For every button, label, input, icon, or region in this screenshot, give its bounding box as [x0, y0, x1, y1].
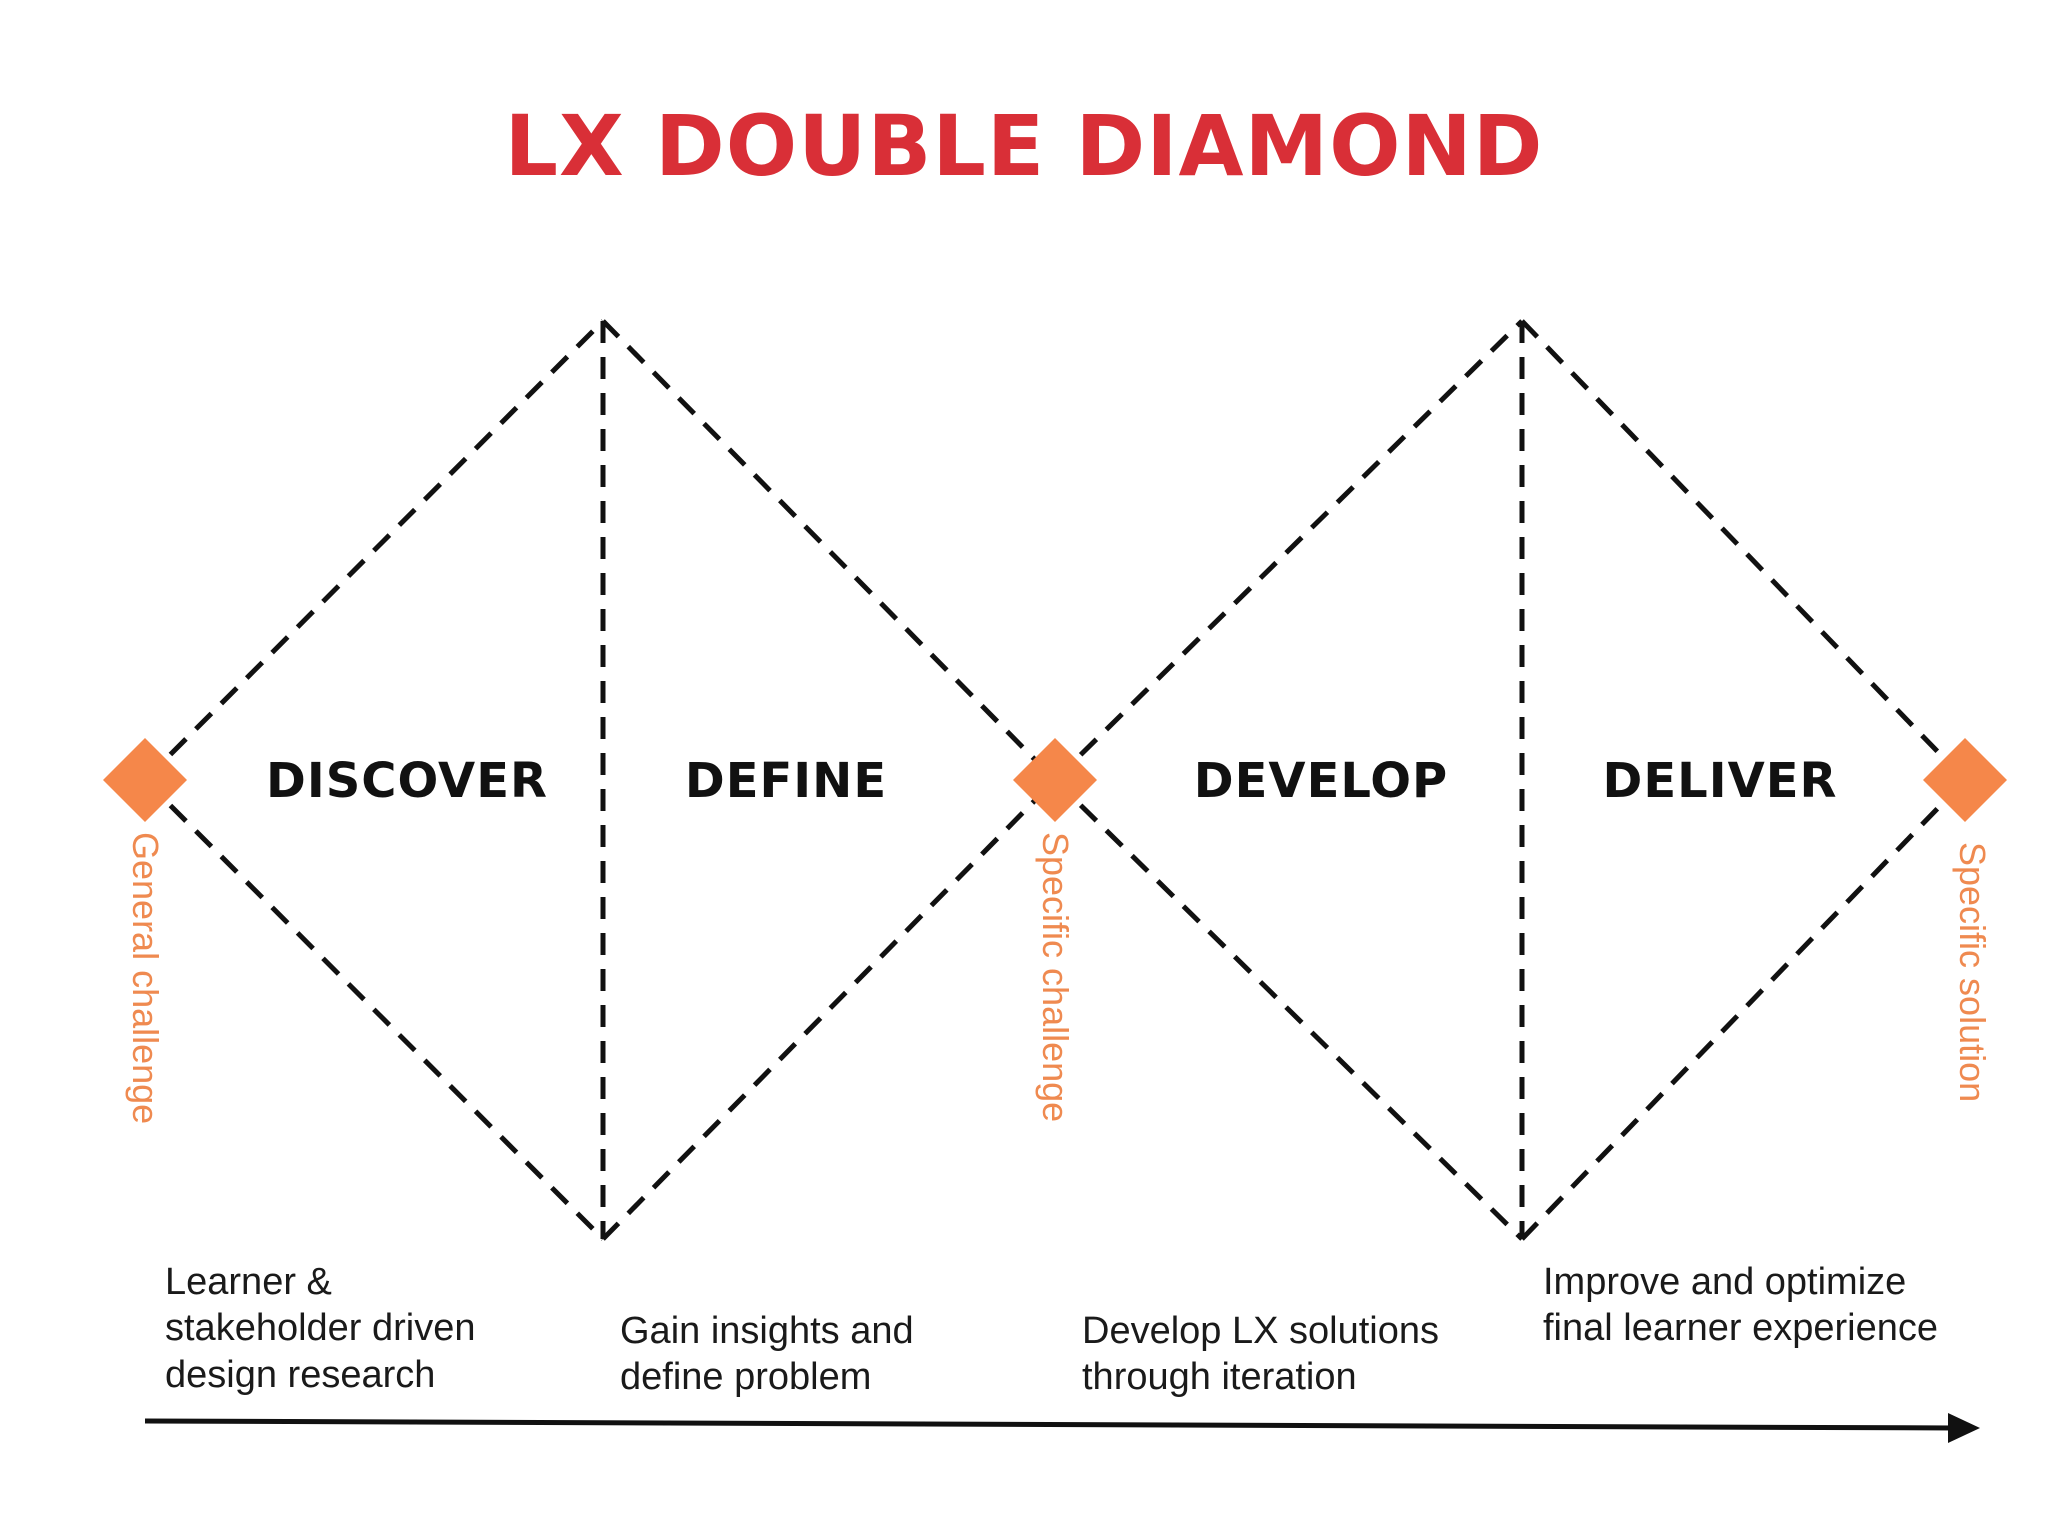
diamond-1-upper-right-edge: [601, 319, 1057, 782]
phase-description-define: Gain insights and define problem: [620, 1310, 914, 1399]
phase-description-deliver: Improve and optimize final learner exper…: [1543, 1261, 1939, 1350]
diamond-1-lower-right-edge: [601, 778, 1057, 1241]
diamond-2-lower-right-edge: [1520, 778, 1967, 1241]
phase-label-define: DEFINE: [684, 753, 888, 809]
milestone-marker-general-challenge: [103, 738, 187, 822]
milestone-text-general-challenge: General challenge: [125, 832, 166, 1125]
diamond-discover-define: [143, 319, 1057, 1241]
phase-label-develop: DEVELOP: [1193, 753, 1449, 809]
milestone-marker-specific-challenge: [1013, 738, 1097, 822]
diamond-1-lower-left-edge: [143, 778, 605, 1241]
timeline-arrow: [144, 1413, 1980, 1443]
phase-description-develop: Develop LX solutions through iteration: [1082, 1310, 1439, 1399]
timeline-arrow-head: [1948, 1413, 1980, 1443]
milestone-marker-specific-solution: [1923, 738, 2007, 822]
phase-description-discover: Learner & stakeholder driven design rese…: [165, 1261, 476, 1396]
milestone-text-specific-challenge: Specific challenge: [1035, 832, 1076, 1123]
diamond-1-upper-left-edge: [143, 319, 605, 782]
diamond-develop-deliver: [1053, 319, 1967, 1241]
diamond-2-upper-right-edge: [1520, 319, 1967, 782]
phase-label-deliver: DELIVER: [1602, 753, 1838, 809]
timeline-arrow-shaft: [144, 1418, 1956, 1431]
milestone-text-specific-solution: Specific solution: [1952, 842, 1993, 1103]
diamond-2-lower-left-edge: [1053, 778, 1524, 1241]
diamond-2-upper-left-edge: [1053, 319, 1524, 782]
phase-label-discover: DISCOVER: [266, 753, 548, 809]
page-title: LX DOUBLE DIAMOND: [504, 97, 1544, 195]
